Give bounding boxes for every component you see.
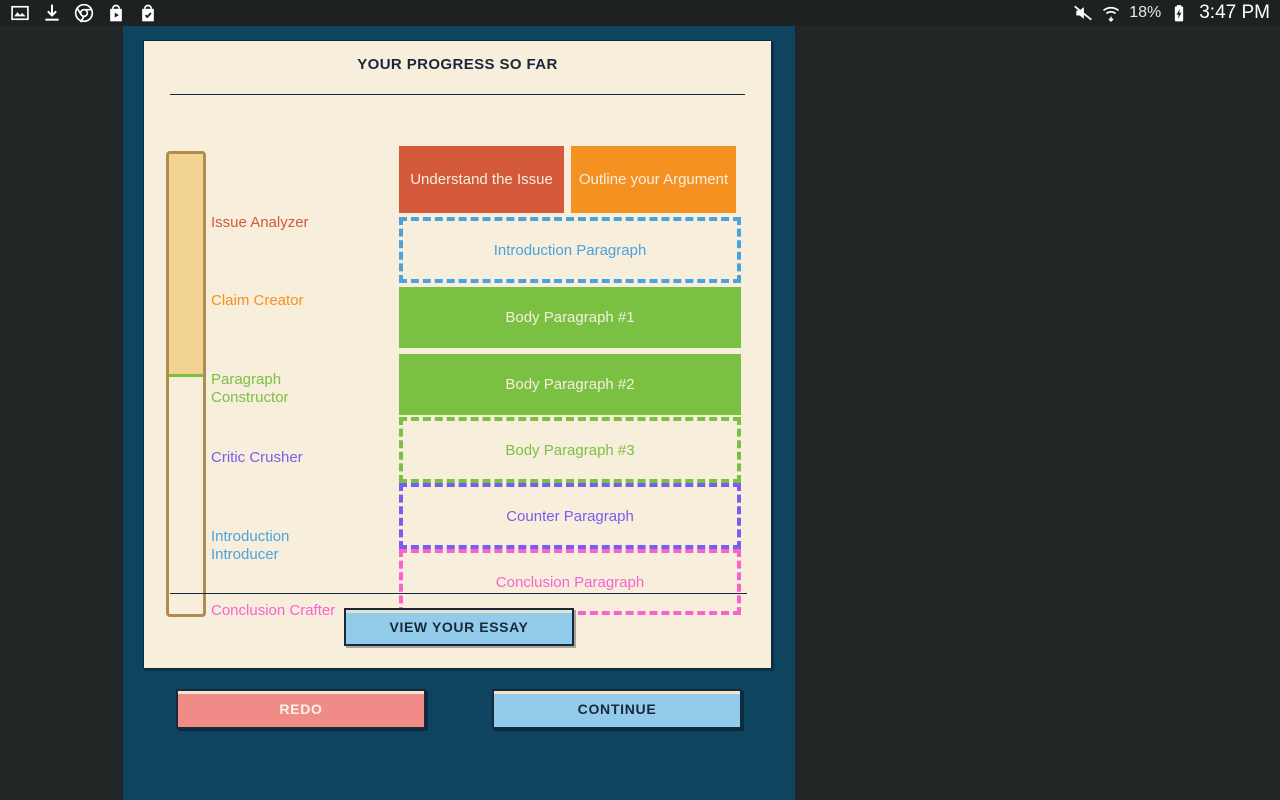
bottom-button-bar: REDO CONTINUE — [123, 689, 795, 729]
chrome-icon — [74, 3, 94, 23]
view-your-essay-button[interactable]: VIEW YOUR ESSAY — [344, 608, 574, 646]
progress-gauge-fill — [169, 154, 203, 378]
essay-block[interactable]: Body Paragraph #1 — [399, 287, 741, 348]
wifi-icon — [1101, 3, 1121, 23]
download-icon — [42, 3, 62, 23]
clock: 3:47 PM — [1199, 2, 1270, 23]
stage-label: Claim Creator — [211, 292, 304, 309]
play-store-icon — [106, 3, 126, 23]
battery-charging-icon — [1169, 3, 1189, 23]
gallery-icon — [10, 3, 30, 23]
stage-label: Critic Crusher — [211, 449, 303, 466]
stage-label: Introduction Introducer — [211, 528, 290, 563]
footer-divider — [170, 593, 747, 594]
stage-label: Conclusion Crafter — [211, 602, 336, 619]
play-store-checked-icon — [138, 3, 158, 23]
essay-block[interactable]: Introduction Paragraph — [399, 217, 741, 283]
redo-button[interactable]: REDO — [176, 689, 426, 729]
status-bar-right-icons: 18% 3:47 PM — [1073, 2, 1270, 24]
essay-block[interactable]: Body Paragraph #3 — [399, 417, 741, 483]
status-bar-left-icons — [10, 3, 158, 23]
essay-block[interactable]: Understand the Issue — [399, 146, 564, 213]
page-title: YOUR PROGRESS SO FAR — [357, 56, 558, 73]
battery-percent: 18% — [1129, 4, 1162, 21]
continue-button[interactable]: CONTINUE — [492, 689, 742, 729]
essay-block[interactable]: Counter Paragraph — [399, 483, 741, 549]
stage-label: Paragraph Constructor — [211, 371, 289, 406]
essay-block[interactable]: Body Paragraph #2 — [399, 354, 741, 415]
status-bar: 18% 3:47 PM — [0, 0, 1280, 26]
progress-gauge — [166, 151, 206, 617]
mute-icon — [1073, 3, 1093, 23]
essay-block[interactable]: Conclusion Paragraph — [399, 549, 741, 615]
essay-block[interactable]: Outline your Argument — [571, 146, 736, 213]
title-divider — [170, 94, 745, 95]
stage-label: Issue Analyzer — [211, 214, 309, 231]
